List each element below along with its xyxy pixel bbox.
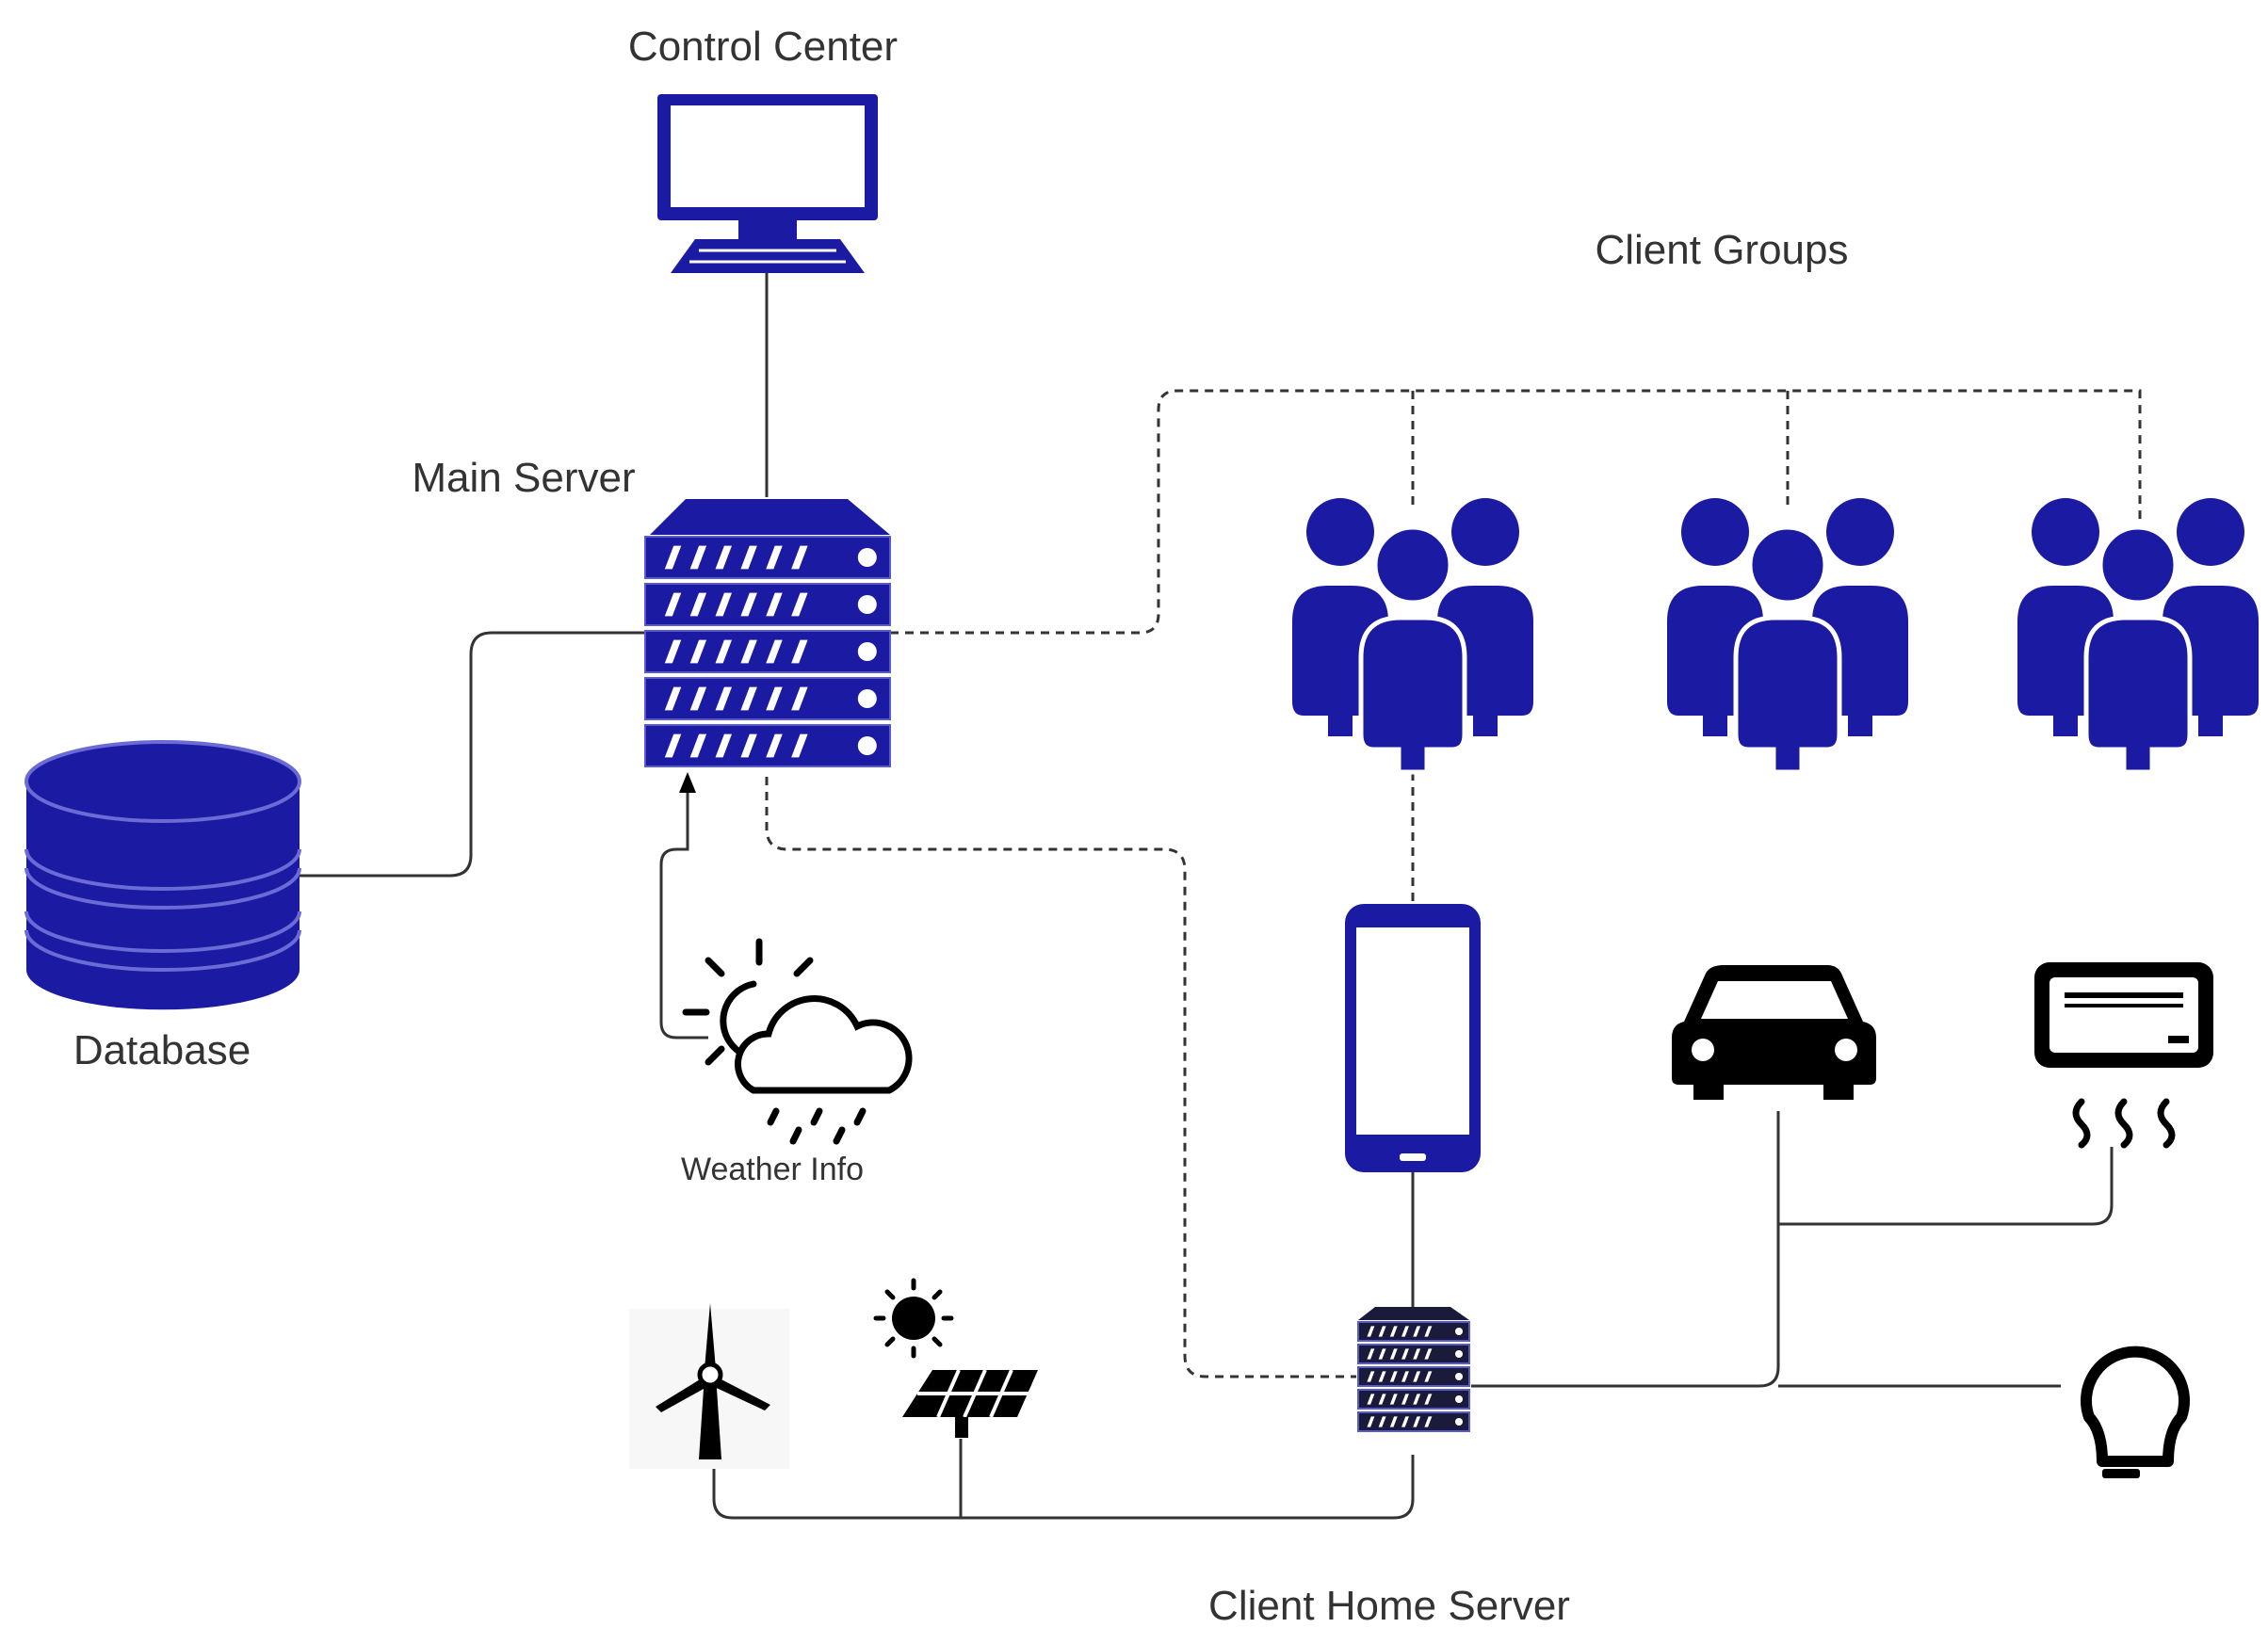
desktop-computer-icon: [657, 94, 878, 273]
server-unit: [1357, 1321, 1470, 1342]
air-conditioner-icon: [2034, 962, 2213, 1149]
appliance-link: [1471, 1111, 2114, 1388]
server-rack-icon: [644, 499, 891, 767]
weather-icon: [682, 938, 913, 1145]
car-icon: [1672, 965, 1876, 1100]
database-label: Database: [73, 1027, 251, 1073]
server-unit: [644, 630, 891, 673]
dashed-connectors: [765, 389, 2142, 1378]
home-server-link: [765, 777, 1356, 1378]
server-unit: [644, 536, 891, 579]
user-group-icon: [1667, 498, 1908, 772]
server-unit: [644, 583, 891, 626]
solar-panel-icon: [873, 1278, 1038, 1438]
wind-turbine-icon: [629, 1303, 789, 1469]
server-unit: [644, 677, 891, 720]
client-groups-label: Client Groups: [1595, 227, 1848, 273]
control-center-label: Control Center: [628, 24, 898, 70]
smartphone-icon: [1345, 904, 1481, 1172]
weather-link: [659, 780, 708, 1040]
connectors: [300, 273, 2114, 1520]
server-unit: [1357, 1389, 1470, 1410]
server-unit: [1357, 1411, 1470, 1432]
client-group-link: [890, 389, 2142, 635]
database-icon: [24, 740, 301, 1010]
main-server-label: Main Server: [412, 455, 635, 501]
user-group-icon: [1292, 498, 1533, 775]
light-bulb-icon: [2081, 1346, 2190, 1478]
weather-info-label: Weather Info: [681, 1152, 864, 1187]
server-unit: [1357, 1344, 1470, 1364]
database-link: [300, 631, 645, 878]
client-home-server-label: Client Home Server: [1208, 1583, 1570, 1629]
server-unit: [1357, 1366, 1470, 1387]
generation-link: [712, 1431, 1415, 1520]
user-group-icon: [2017, 498, 2259, 772]
server-unit: [644, 724, 891, 767]
server-rack-icon: [1357, 1307, 1470, 1432]
arrow-head: [679, 772, 696, 793]
